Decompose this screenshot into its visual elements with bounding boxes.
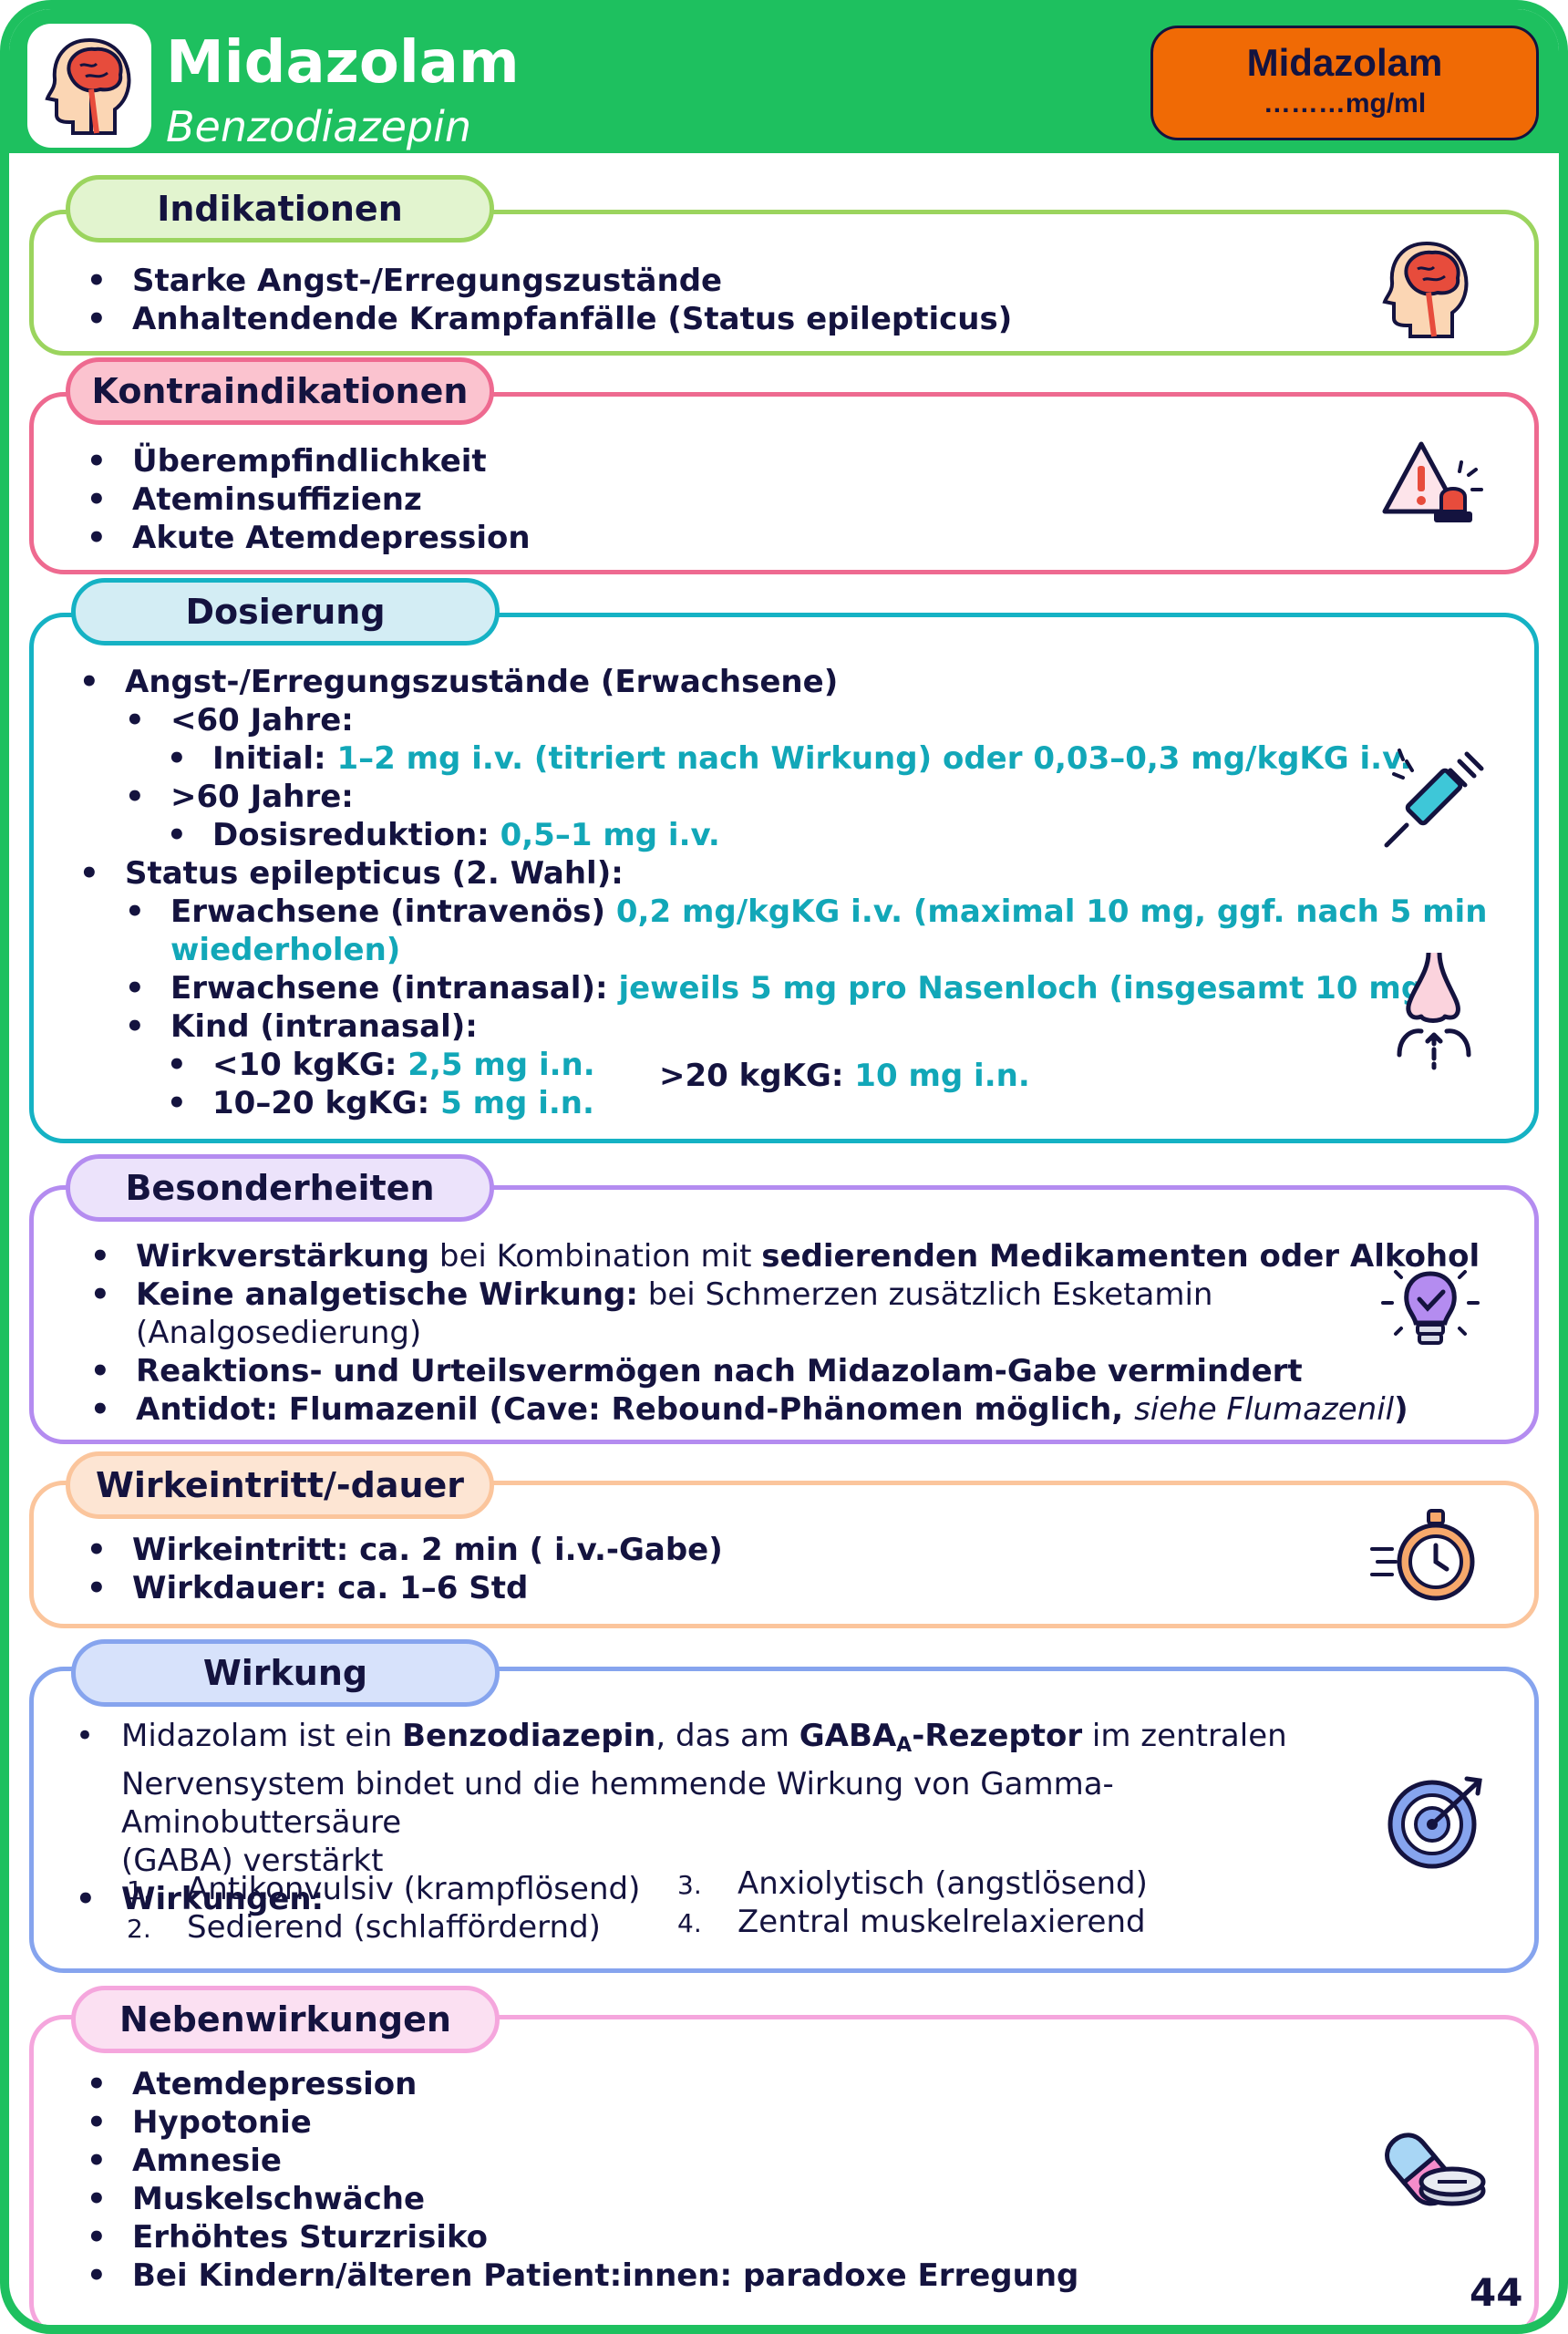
section-wirkung: Midazolam ist ein Benzodiazepin, das am … xyxy=(29,1667,1539,1973)
nebenwirkung-item: Hypotonie xyxy=(87,2103,1078,2142)
dosierung-initial: Initial: 1–2 mg i.v. (titriert nach Wirk… xyxy=(167,739,1487,778)
kontraindikation-item: Überempfindlichkeit xyxy=(87,442,531,480)
section-dosierung: Angst-/Erregungszustände (Erwachsene) <6… xyxy=(29,613,1539,1143)
lightbulb-check-icon xyxy=(1381,1255,1480,1345)
besonderheit-item: Reaktions- und Urteilsvermögen nach Mida… xyxy=(90,1352,1480,1390)
target-arrow-icon xyxy=(1387,1776,1482,1869)
wirkungen-title: Wirkungen: xyxy=(76,1880,1388,1918)
section-nebenwirkungen: Atemdepression Hypotonie Amnesie Muskels… xyxy=(29,2015,1539,2325)
dosierung-in: Erwachsene (intranasal): jeweils 5 mg pr… xyxy=(125,969,1487,1007)
tab-kontraindikationen: Kontraindikationen xyxy=(66,357,494,425)
wirkung-list-item: 4.Zentral muskelrelaxierend xyxy=(677,1904,1146,1940)
indikation-item: Anhaltendende Krampfanfälle (Status epil… xyxy=(87,300,1012,338)
nose-icon xyxy=(1397,952,1471,1070)
badge-title: Midazolam xyxy=(1246,41,1443,84)
pills-icon xyxy=(1385,2133,1486,2206)
brain-head-icon xyxy=(1382,241,1469,338)
logo xyxy=(27,24,151,148)
warning-siren-icon xyxy=(1382,441,1483,522)
tab-wirkung: Wirkung xyxy=(71,1639,500,1707)
page-number: 44 xyxy=(1470,2270,1523,2315)
dosierung-reduktion: Dosisreduktion: 0,5–1 mg i.v. xyxy=(167,816,1487,854)
wirkung-beschreibung: Midazolam ist ein Benzodiazepin, das am … xyxy=(76,1717,1388,1880)
tab-indikationen: Indikationen xyxy=(66,175,494,243)
wirkeintritt-item: Wirkdauer: ca. 1–6 Std xyxy=(87,1569,723,1607)
syringe-icon xyxy=(1384,749,1484,848)
dosierung-over60: >60 Jahre: Dosisreduktion: 0,5–1 mg i.v. xyxy=(125,778,1487,854)
wirkeintritt-item: Wirkeintritt: ca. 2 min ( i.v.-Gabe) xyxy=(87,1531,723,1569)
header: Midazolam Benzodiazepin Midazolam ………mg/… xyxy=(9,9,1559,153)
drug-title: Midazolam xyxy=(166,29,520,97)
section-besonderheiten: Wirkverstärkung bei Kombination mit sedi… xyxy=(29,1185,1539,1444)
dosierung-status: Status epilepticus (2. Wahl): Erwachsene… xyxy=(79,854,1487,1122)
dosierung-kind-1: <10 kgKG: 2,5 mg i.n. xyxy=(167,1046,1487,1084)
kontraindikation-item: Ateminsuffizienz xyxy=(87,480,531,519)
wirkung-list-item: 2.Sedierend (schlaffördernd) xyxy=(127,1909,601,1946)
badge-concentration: ………mg/ml xyxy=(1263,88,1427,119)
dosierung-iv: Erwachsene (intravenös) 0,2 mg/kgKG i.v.… xyxy=(125,893,1487,969)
wirkung-list-item: 1.Antikonvulsiv (krampflösend) xyxy=(127,1871,641,1907)
besonderheit-item: Keine analgetische Wirkung: bei Schmerze… xyxy=(90,1275,1480,1352)
wirkung-list-item: 3.Anxiolytisch (angstlösend) xyxy=(677,1865,1148,1902)
besonderheit-item: Wirkverstärkung bei Kombination mit sedi… xyxy=(90,1237,1480,1275)
nebenwirkung-item: Atemdepression xyxy=(87,2065,1078,2103)
dosierung-angst: Angst-/Erregungszustände (Erwachsene) <6… xyxy=(79,663,1487,854)
section-indikationen: Starke Angst-/Erregungszustände Anhalten… xyxy=(29,210,1539,356)
tab-besonderheiten: Besonderheiten xyxy=(66,1154,494,1222)
indikation-item: Starke Angst-/Erregungszustände xyxy=(87,262,1012,300)
nebenwirkung-item: Erhöhtes Sturzrisiko xyxy=(87,2218,1078,2257)
nebenwirkung-item: Muskelschwäche xyxy=(87,2180,1078,2218)
dosierung-kind: Kind (intranasal): <10 kgKG: 2,5 mg i.n.… xyxy=(125,1007,1487,1122)
tab-wirkeintritt: Wirkeintritt/-dauer xyxy=(66,1451,494,1519)
besonderheit-item: Antidot: Flumazenil (Cave: Rebound-Phäno… xyxy=(90,1390,1480,1429)
nebenwirkung-item: Bei Kindern/älteren Patient:innen: parad… xyxy=(87,2257,1078,2295)
kontraindikation-item: Akute Atemdepression xyxy=(87,519,531,557)
brain-head-icon xyxy=(45,37,131,135)
dosierung-under60: <60 Jahre: Initial: 1–2 mg i.v. (titrier… xyxy=(125,701,1487,778)
dosierung-kind-3: >20 kgKG: 10 mg i.n. xyxy=(659,1058,1030,1094)
tab-nebenwirkungen: Nebenwirkungen xyxy=(71,1986,500,2053)
section-kontraindikationen: Überempfindlichkeit Ateminsuffizienz Aku… xyxy=(29,392,1539,574)
stopwatch-icon xyxy=(1370,1509,1475,1601)
drug-class: Benzodiazepin xyxy=(166,102,472,151)
concentration-badge: Midazolam ………mg/ml xyxy=(1150,26,1539,140)
nebenwirkung-item: Amnesie xyxy=(87,2142,1078,2180)
dosierung-kind-2: 10–20 kgKG: 5 mg i.n. xyxy=(167,1084,1487,1122)
tab-dosierung: Dosierung xyxy=(71,578,500,645)
